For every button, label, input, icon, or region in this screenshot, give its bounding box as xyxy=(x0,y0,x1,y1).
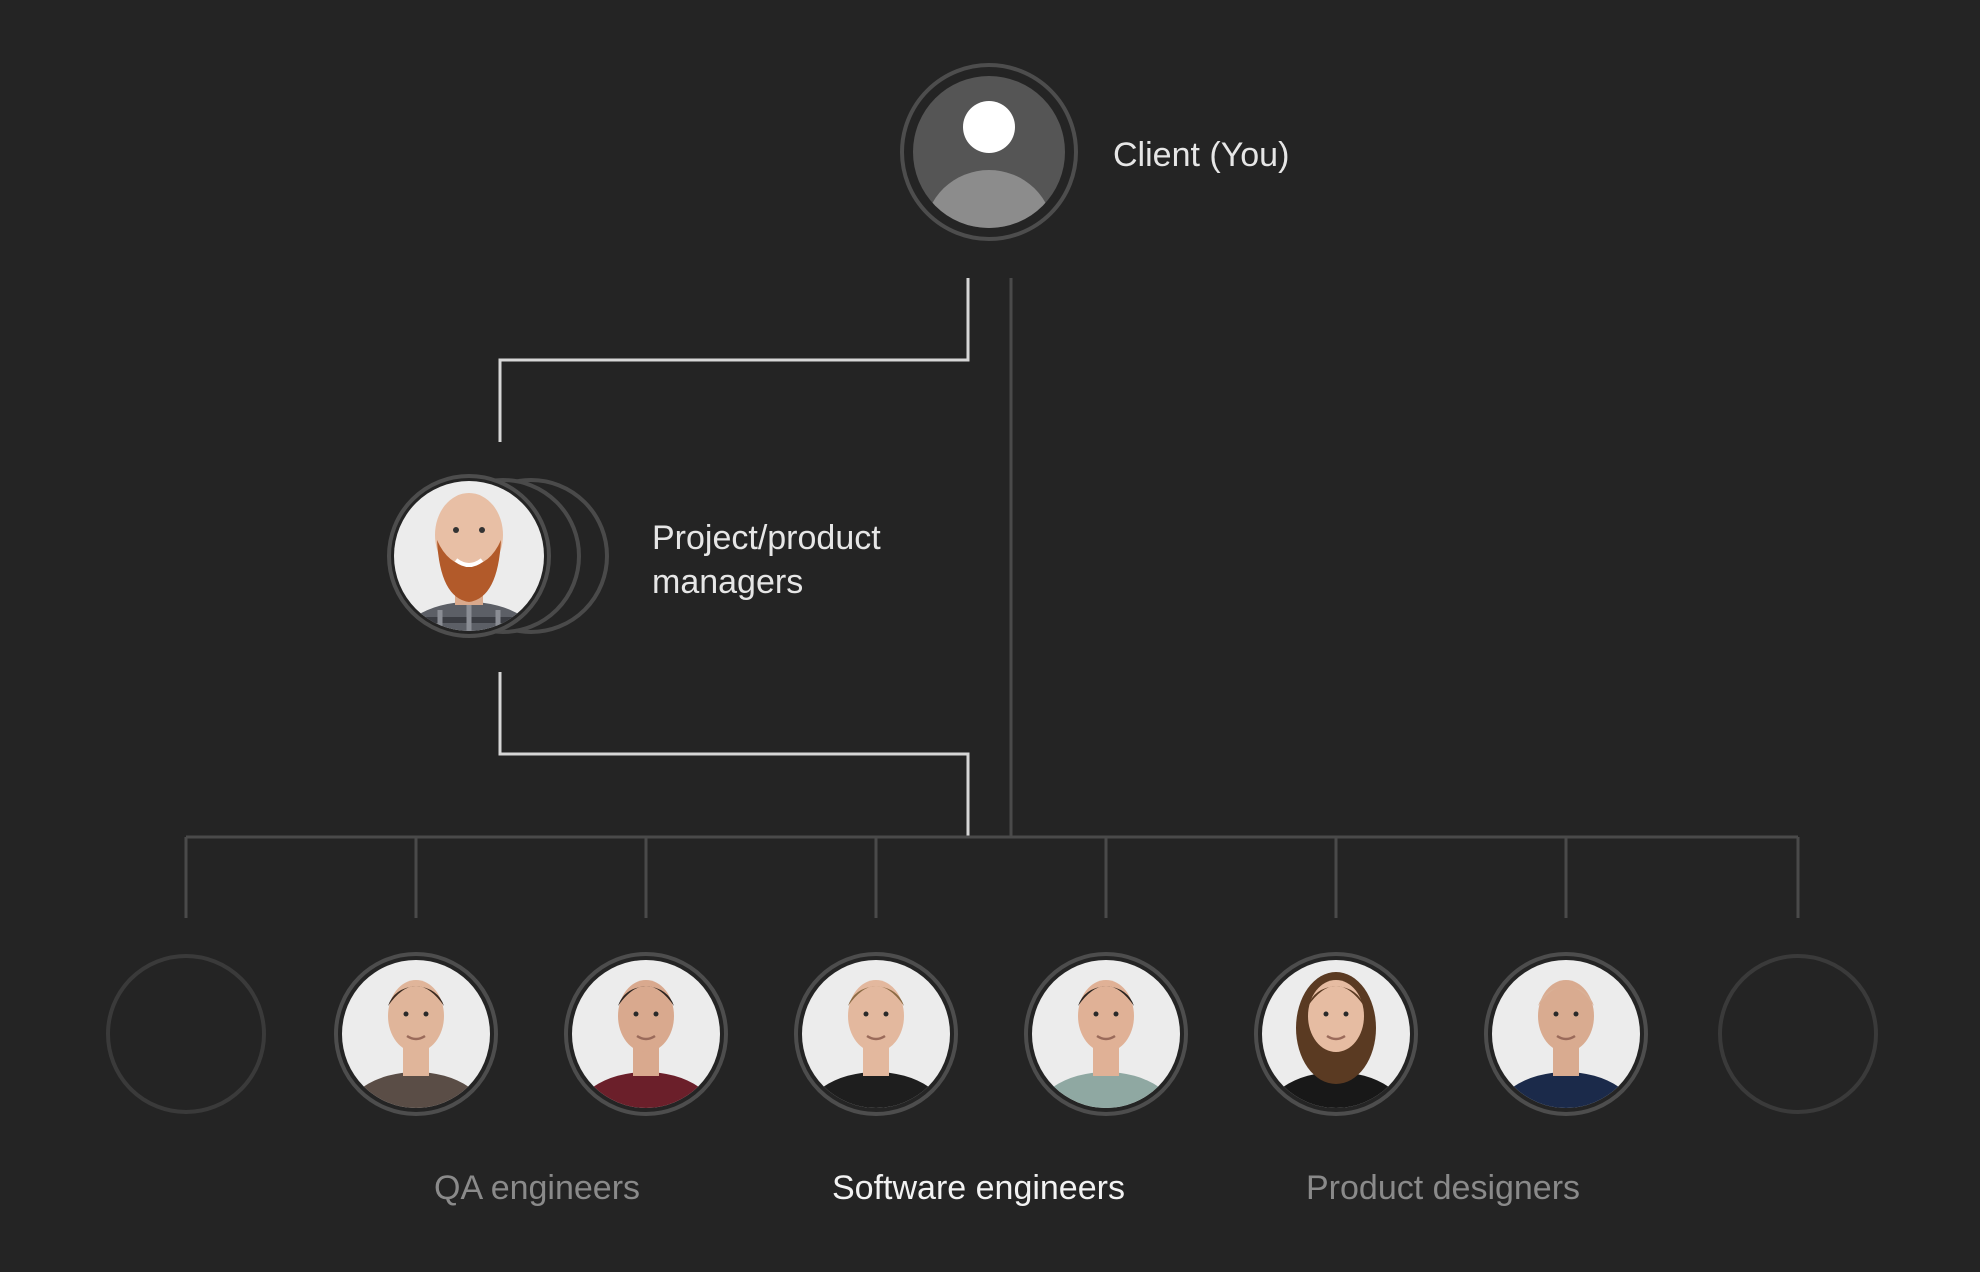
eye xyxy=(863,1011,869,1017)
qa-engineer-2-avatar xyxy=(564,952,728,1116)
group-label-designers: Product designers xyxy=(1306,1169,1581,1207)
person-portrait xyxy=(1032,980,1180,1108)
managers-label-line2: managers xyxy=(652,563,804,601)
person-portrait xyxy=(572,980,720,1108)
managers-label-line1: Project/product xyxy=(652,519,881,557)
user-silhouette-icon xyxy=(925,101,1053,228)
eye xyxy=(653,1011,659,1017)
head xyxy=(388,980,444,1052)
eye xyxy=(1323,1011,1329,1017)
empty-avatar-ring xyxy=(106,954,266,1114)
shirt xyxy=(802,1072,950,1108)
empty-slot-avatar xyxy=(106,954,266,1114)
mouth xyxy=(1096,1034,1116,1041)
hair xyxy=(1078,986,1134,1006)
client-avatar xyxy=(900,63,1078,241)
team-drop-lines xyxy=(184,837,1800,918)
product-designer-2-avatar xyxy=(1484,952,1648,1116)
managers-label: Project/product managers xyxy=(652,516,881,604)
eye xyxy=(1343,1011,1349,1017)
mouth xyxy=(866,1034,886,1041)
person-portrait xyxy=(342,980,490,1108)
group-label-qa: QA engineers xyxy=(434,1169,641,1207)
client-label: Client (You) xyxy=(1113,136,1290,174)
eye xyxy=(1573,1011,1579,1017)
shirt xyxy=(1032,1072,1180,1108)
group-label-software: Software engineers xyxy=(832,1169,1125,1207)
hair xyxy=(388,986,444,1006)
software-engineer-2-avatar xyxy=(1024,952,1188,1116)
manager-to-team-line xyxy=(498,672,970,836)
hair xyxy=(618,986,674,1006)
eye xyxy=(1553,1011,1559,1017)
software-engineer-1-avatar xyxy=(794,952,958,1116)
eye xyxy=(883,1011,889,1017)
mouth xyxy=(1326,1034,1346,1041)
head xyxy=(848,980,904,1052)
qa-engineer-1-avatar xyxy=(334,952,498,1116)
head xyxy=(1078,980,1134,1052)
team-avatars xyxy=(106,952,1878,1116)
person-portrait xyxy=(802,980,950,1108)
empty-slot-avatar xyxy=(1718,954,1878,1114)
shirt xyxy=(1492,1072,1640,1108)
mouth xyxy=(1556,1034,1576,1041)
managers-avatar-stack xyxy=(387,474,609,638)
hair xyxy=(1308,986,1364,1006)
hair xyxy=(1538,986,1594,1006)
empty-avatar-ring xyxy=(1718,954,1878,1114)
head xyxy=(1538,980,1594,1052)
person-portrait xyxy=(1262,972,1410,1108)
eye xyxy=(1113,1011,1119,1017)
mouth xyxy=(636,1034,656,1041)
hair xyxy=(848,986,904,1006)
product-designer-1-avatar xyxy=(1254,952,1418,1116)
eye xyxy=(423,1011,429,1017)
eye xyxy=(403,1011,409,1017)
eye xyxy=(1093,1011,1099,1017)
shirt xyxy=(342,1072,490,1108)
head xyxy=(1308,980,1364,1052)
person-portrait xyxy=(1492,980,1640,1108)
mouth xyxy=(406,1034,426,1041)
head xyxy=(618,980,674,1052)
client-to-manager-line xyxy=(498,278,970,442)
shirt xyxy=(572,1072,720,1108)
shirt xyxy=(1262,1072,1410,1108)
eye xyxy=(633,1011,639,1017)
